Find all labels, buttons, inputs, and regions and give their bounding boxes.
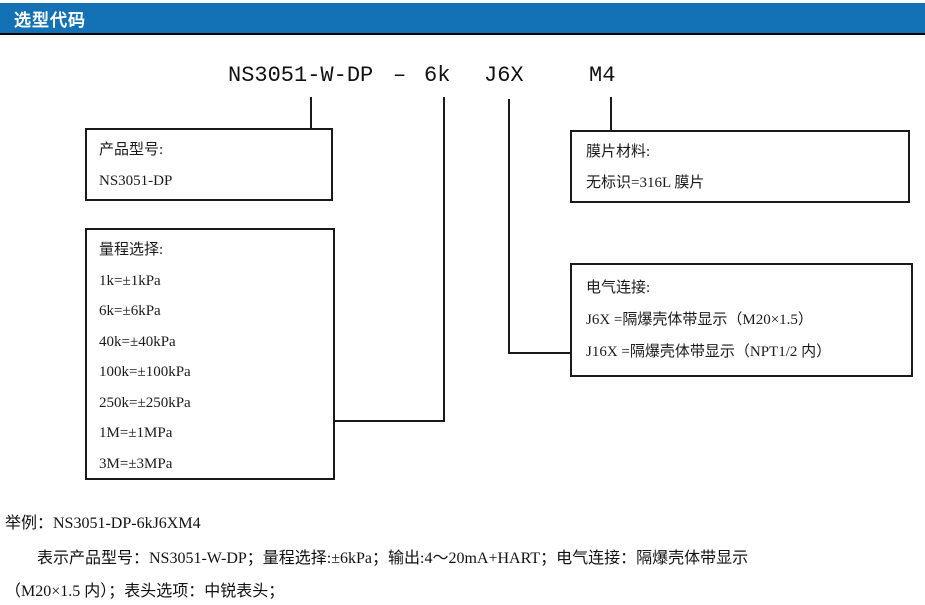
section-title: 选型代码 (14, 10, 86, 30)
box-diaphragm-line: 无标识=316L 膜片 (586, 175, 705, 191)
box-product-line: NS3051-DP (99, 173, 173, 189)
box-range-line: 3M=±3MPa (99, 455, 173, 472)
box-range-line: 100k=±100kPa (99, 364, 191, 380)
box-product-model: 产品型号: NS3051-DP (85, 128, 333, 201)
connector-range-vertical (443, 97, 445, 422)
box-range-selection: 量程选择: 1k=±1kPa 6k=±6kPa 40k=±40kPa 100k=… (85, 228, 335, 480)
connector-electrical-horizontal (508, 352, 572, 354)
box-electrical-connection: 电气连接: J6X =隔爆壳体带显示（M20×1.5） J16X =隔爆壳体带显… (570, 263, 913, 377)
connector-diaphragm-vertical (610, 97, 612, 130)
code-range: 6k (424, 63, 451, 88)
code-electrical: J6X (484, 63, 524, 88)
code-model: NS3051-W-DP (228, 63, 374, 88)
connector-model-vertical (310, 97, 312, 128)
box-electrical-line: J6X =隔爆壳体带显示（M20×1.5） (586, 312, 813, 328)
box-range-line: 6k=±6kPa (99, 303, 161, 319)
code-display: M4 (589, 63, 616, 88)
box-range-line: 40k=±40kPa (99, 333, 176, 350)
example-line-1: 举例：NS3051-DP-6kJ6XM4 (5, 515, 201, 532)
box-diaphragm-title: 膜片材料: (586, 144, 651, 160)
box-range-line: 250k=±250kPa (99, 394, 191, 411)
box-electrical-title: 电气连接: (586, 280, 651, 296)
box-electrical-line: J16X =隔爆壳体带显示（NPT1/2 内） (586, 344, 832, 360)
example-line-2: 表示产品型号：NS3051-W-DP；量程选择:±6kPa；输出:4～20mA+… (37, 550, 749, 567)
connector-electrical-vertical (508, 99, 510, 354)
example-line-3: （M20×1.5 内）；表头选项：中锐表头； (5, 583, 285, 600)
box-range-line: 1M=±1MPa (99, 425, 173, 441)
connector-range-horizontal (335, 420, 445, 422)
header-bar: 选型代码 (0, 3, 925, 35)
box-range-title: 量程选择: (99, 242, 164, 258)
code-dash: – (393, 63, 407, 88)
box-diaphragm-material: 膜片材料: 无标识=316L 膜片 (570, 130, 910, 203)
box-range-line: 1k=±1kPa (99, 272, 161, 289)
box-product-title: 产品型号: (99, 142, 164, 158)
